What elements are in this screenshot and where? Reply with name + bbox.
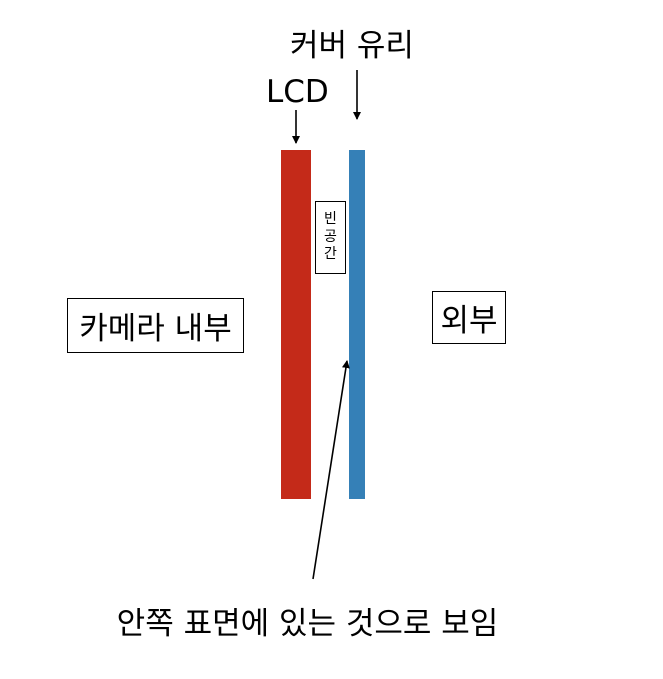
- empty-space-label: 빈 공 간: [315, 201, 346, 274]
- empty-space-char: 빈: [324, 211, 337, 228]
- lcd-layer: [281, 150, 311, 499]
- empty-space-char: 공: [324, 228, 337, 245]
- inner-surface-arrow: [312, 360, 350, 580]
- outside-label: 외부: [432, 291, 506, 344]
- empty-space-char: 간: [324, 246, 337, 263]
- lcd-label: LCD: [266, 74, 329, 110]
- cover-glass-layer: [349, 150, 365, 499]
- camera-inside-label: 카메라 내부: [67, 298, 244, 353]
- inner-surface-caption: 안쪽 표면에 있는 것으로 보임: [116, 606, 499, 642]
- cover-glass-label: 커버 유리: [290, 28, 414, 64]
